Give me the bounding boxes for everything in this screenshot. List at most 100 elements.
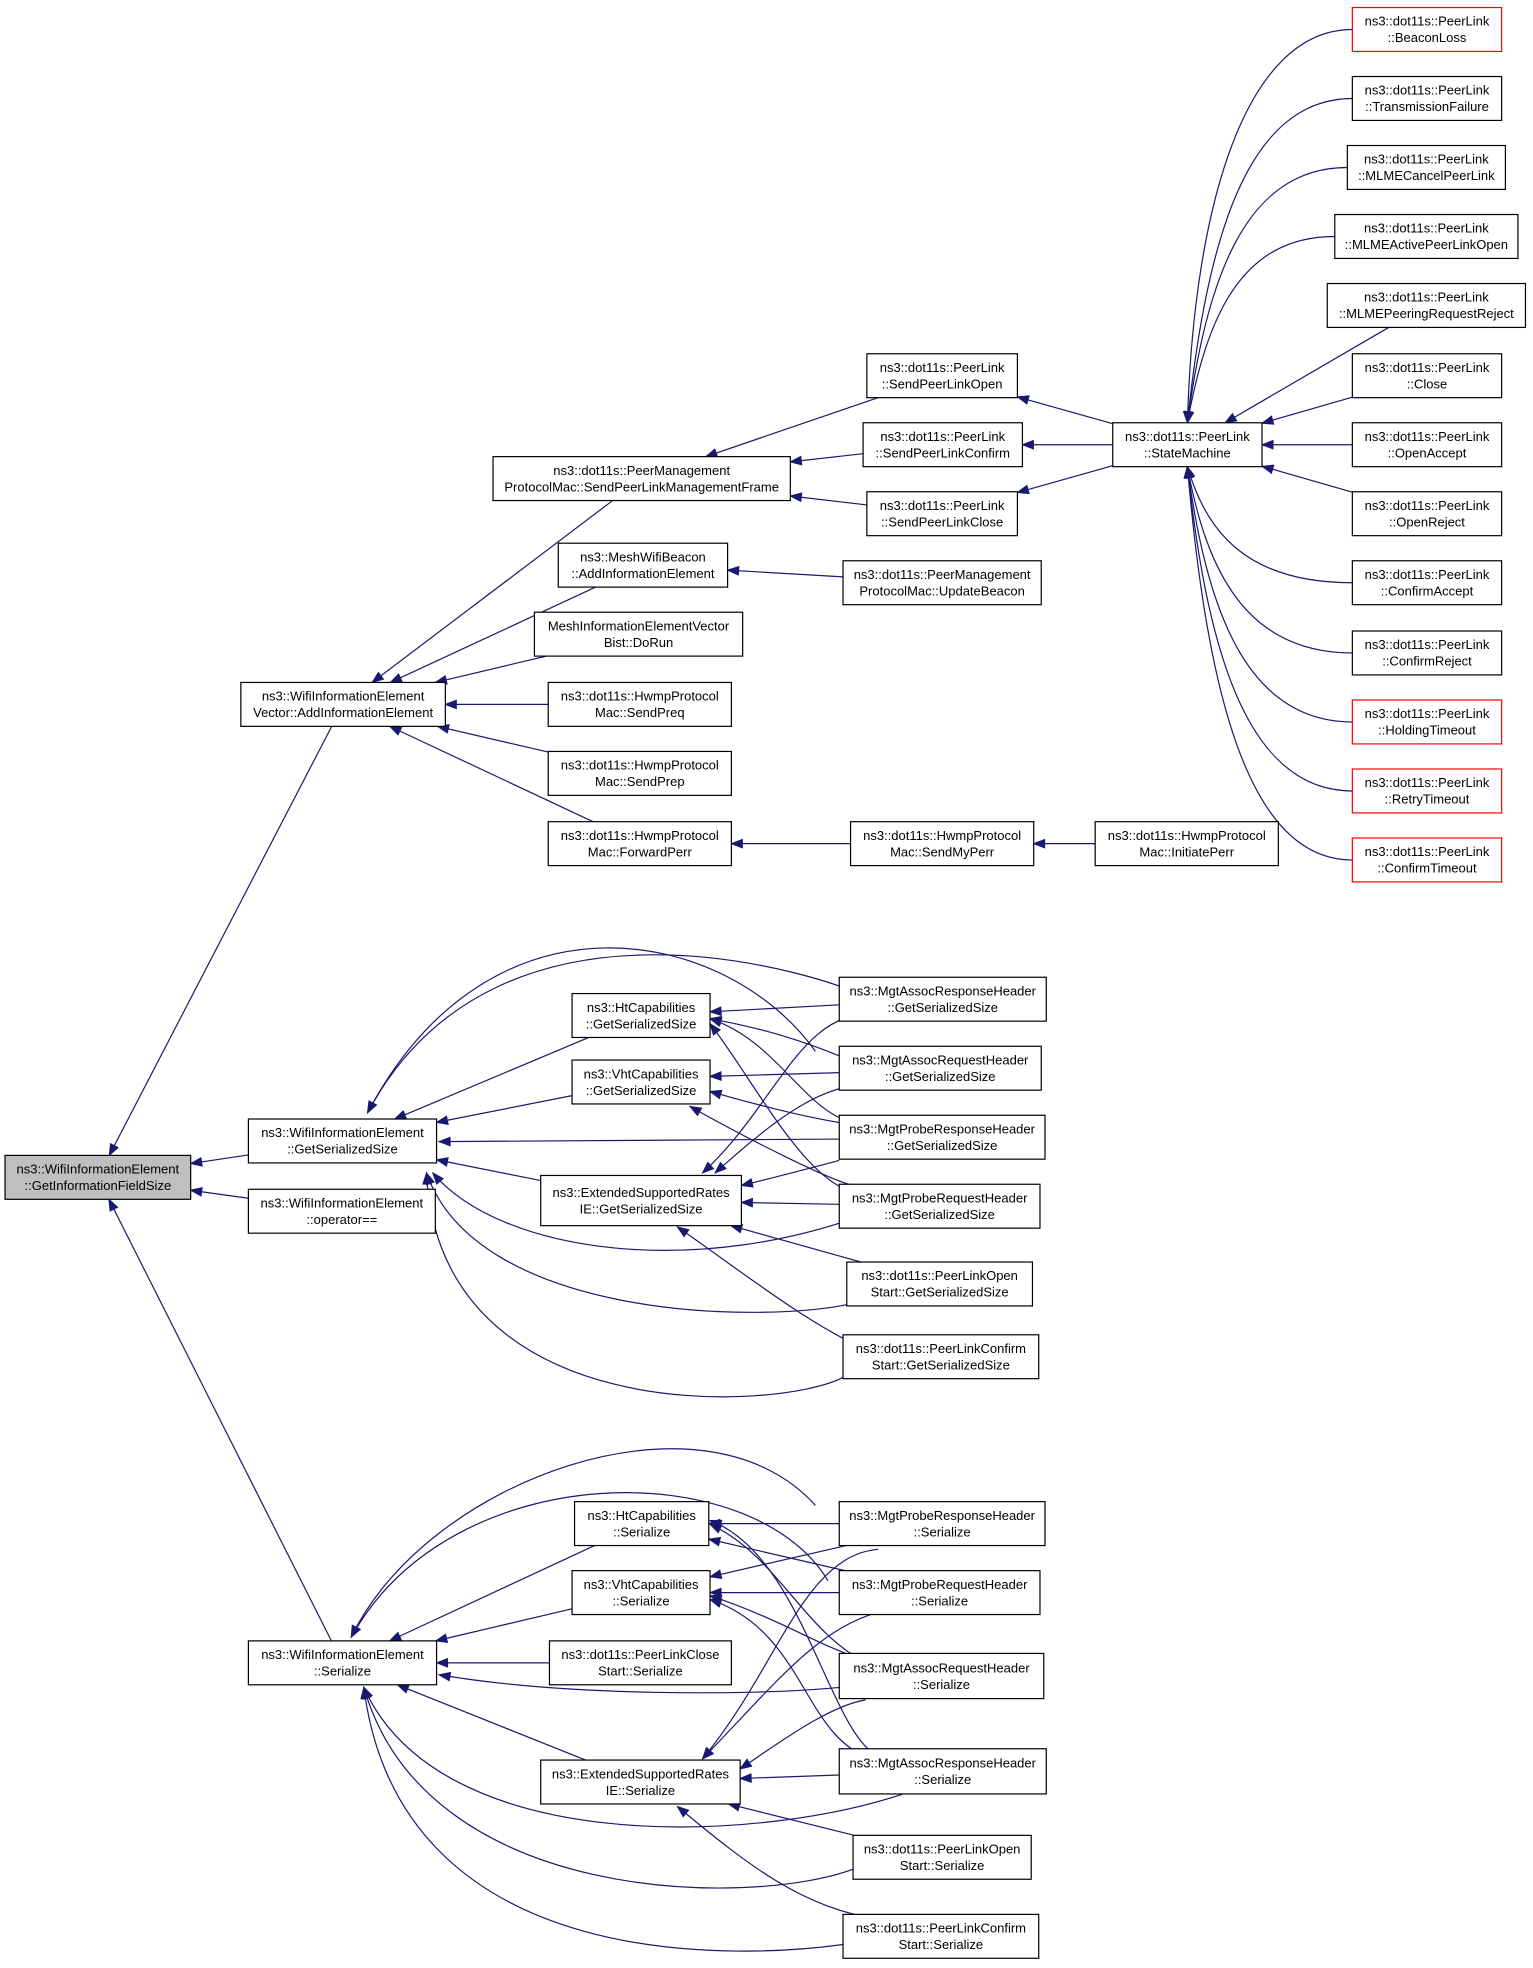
node-cl[interactable]: ns3::dot11s::PeerLink::Close (1351, 353, 1503, 399)
node-marqs[interactable]: ns3::MgtAssocRequestHeader::Serialize (838, 1652, 1045, 1700)
call-edge-sm-tf (1183, 97, 1353, 425)
node-spmf[interactable]: ns3::dot11s::PeerManagementProtocolMac::… (492, 456, 791, 502)
node-splo[interactable]: ns3::dot11s::PeerLink::SendPeerLinkOpen (866, 353, 1019, 399)
node-box (866, 353, 1019, 399)
node-box (838, 1183, 1041, 1229)
node-sm[interactable]: ns3::dot11s::PeerLink::StateMachine (1112, 422, 1263, 468)
node-label-line: ns3::WifiInformationElement (261, 1125, 424, 1140)
node-ca[interactable]: ns3::dot11s::PeerLink::ConfirmAccept (1351, 560, 1503, 606)
node-box (540, 1174, 743, 1227)
node-box (1351, 630, 1503, 676)
node-htg[interactable]: ns3::HtCapabilities::GetSerializedSize (571, 992, 711, 1039)
node-label-line: ::GetSerializedSize (887, 1138, 998, 1153)
node-box (573, 1501, 710, 1547)
node-box (862, 422, 1024, 468)
node-hts[interactable]: ns3::HtCapabilities::Serialize (573, 1501, 710, 1547)
call-edge-root-addie (108, 726, 333, 1157)
node-mprqs[interactable]: ns3::MgtProbeRequestHeader::Serialize (838, 1570, 1041, 1616)
node-box (838, 1570, 1041, 1616)
node-box (849, 821, 1035, 867)
node-box (1351, 491, 1503, 537)
node-box (846, 1261, 1034, 1307)
call-edge-vhtg-marqg (708, 1071, 841, 1081)
node-marsps[interactable]: ns3::MgtAssocResponseHeader::Serialize (838, 1748, 1047, 1795)
node-rt[interactable]: ns3::dot11s::PeerLink::RetryTimeout (1351, 768, 1503, 814)
call-edge-esrs-mprqs (701, 1611, 879, 1760)
node-label-line: ns3::dot11s::PeerLink (1365, 706, 1490, 721)
node-bl[interactable]: ns3::dot11s::PeerLink::BeaconLoss (1351, 6, 1503, 53)
node-ser[interactable]: ns3::WifiInformationElement::Serialize (247, 1640, 438, 1686)
node-splcl[interactable]: ns3::dot11s::PeerLink::SendPeerLinkClose (866, 491, 1019, 537)
call-edge-sm-orj (1260, 464, 1353, 493)
node-label-line: ns3::dot11s::PeerLink (1365, 498, 1490, 513)
node-box (247, 1640, 438, 1686)
node-mprsps[interactable]: ns3::MgtProbeResponseHeader::Serialize (838, 1501, 1046, 1547)
node-gss[interactable]: ns3::WifiInformationElement::GetSerializ… (247, 1118, 438, 1164)
node-label-line: ns3::MeshWifiBeacon (580, 549, 706, 564)
node-crj[interactable]: ns3::dot11s::PeerLink::ConfirmReject (1351, 630, 1503, 676)
node-box (533, 611, 744, 657)
node-label-line: ns3::VhtCapabilities (584, 1577, 699, 1592)
node-mapo[interactable]: ns3::dot11s::PeerLink::MLMEActivePeerLin… (1334, 213, 1519, 260)
node-box (1351, 75, 1503, 122)
node-orj[interactable]: ns3::dot11s::PeerLink::OpenReject (1351, 491, 1503, 537)
call-edge-gss-mprspg (437, 1136, 841, 1147)
node-label-line: ::OpenAccept (1388, 445, 1467, 460)
node-plosg[interactable]: ns3::dot11s::PeerLinkOpenStart::GetSeria… (846, 1261, 1034, 1307)
node-ploss[interactable]: ns3::dot11s::PeerLinkOpenStart::Serializ… (852, 1834, 1032, 1880)
node-vhts[interactable]: ns3::VhtCapabilities::Serialize (571, 1570, 711, 1616)
node-box (1112, 422, 1263, 468)
node-label-line: Start::Serialize (900, 1858, 985, 1873)
node-mprspg[interactable]: ns3::MgtProbeResponseHeader::GetSerializ… (838, 1114, 1046, 1160)
node-box (842, 1913, 1040, 1959)
node-label-line: ::GetSerializedSize (884, 1207, 995, 1222)
node-mcpl[interactable]: ns3::dot11s::PeerLink::MLMECancelPeerLin… (1346, 144, 1507, 191)
node-ht[interactable]: ns3::dot11s::PeerLink::HoldingTimeout (1351, 699, 1503, 745)
node-marspg[interactable]: ns3::MgtAssocResponseHeader::GetSerializ… (838, 976, 1047, 1022)
node-addie[interactable]: ns3::WifiInformationElementVector::AddIn… (240, 681, 446, 727)
node-label-line: ::RetryTimeout (1385, 792, 1470, 807)
node-label-line: ns3::MgtAssocRequestHeader (852, 1052, 1029, 1067)
node-mprr[interactable]: ns3::dot11s::PeerLink::MLMEPeeringReques… (1326, 282, 1527, 329)
node-box (492, 456, 791, 502)
node-label-line: ns3::ExtendedSupportedRates (552, 1766, 730, 1781)
node-mprqg[interactable]: ns3::MgtProbeRequestHeader::GetSerialize… (838, 1183, 1041, 1229)
call-edge-splcl-sm (1016, 465, 1113, 495)
node-box (557, 542, 729, 588)
node-marqg[interactable]: ns3::MgtAssocRequestHeader::GetSerialize… (838, 1045, 1042, 1091)
node-tf[interactable]: ns3::dot11s::PeerLink::TransmissionFailu… (1351, 75, 1503, 122)
node-fperr[interactable]: ns3::dot11s::HwmpProtocolMac::ForwardPer… (547, 821, 732, 867)
node-ub[interactable]: ns3::dot11s::PeerManagementProtocolMac::… (842, 560, 1042, 606)
node-vhtg[interactable]: ns3::VhtCapabilities::GetSerializedSize (571, 1059, 711, 1105)
node-plcsg[interactable]: ns3::dot11s::PeerLinkConfirmStart::GetSe… (842, 1334, 1040, 1380)
node-root[interactable]: ns3::WifiInformationElement::GetInformat… (4, 1154, 192, 1200)
node-label-line: Mac::SendPrep (595, 774, 685, 789)
node-label-line: ns3::dot11s::PeerLink (1365, 429, 1490, 444)
call-edge-addie-spreq (443, 699, 549, 710)
node-label-line: ns3::HtCapabilities (587, 1508, 696, 1523)
node-box (1351, 6, 1503, 53)
node-box (842, 560, 1042, 606)
node-label-line: ProtocolMac::UpdateBeacon (859, 583, 1024, 598)
node-label-line: ::HoldingTimeout (1378, 723, 1476, 738)
node-plcss[interactable]: ns3::dot11s::PeerLinkConfirmStart::Seria… (842, 1913, 1040, 1959)
node-ip[interactable]: ns3::dot11s::HwmpProtocolMac::InitiatePe… (1094, 821, 1279, 867)
node-label-line: ns3::HtCapabilities (587, 1000, 696, 1015)
node-box (4, 1154, 192, 1200)
node-opeq[interactable]: ns3::WifiInformationElement::operator== (247, 1188, 436, 1234)
node-splcf[interactable]: ns3::dot11s::PeerLink::SendPeerLinkConfi… (862, 422, 1024, 468)
node-plcls[interactable]: ns3::dot11s::PeerLinkCloseStart::Seriali… (548, 1640, 732, 1686)
call-edge-sm-ht (1184, 465, 1353, 723)
node-label-line: ns3::MgtAssocResponseHeader (850, 983, 1037, 998)
node-mwb[interactable]: ns3::MeshWifiBeacon::AddInformationEleme… (557, 542, 729, 588)
node-label-line: ns3::WifiInformationElement (262, 689, 425, 704)
node-esrg[interactable]: ns3::ExtendedSupportedRatesIE::GetSerial… (540, 1174, 743, 1227)
node-oa[interactable]: ns3::dot11s::PeerLink::OpenAccept (1351, 422, 1503, 468)
call-edges (108, 28, 1389, 1952)
node-ct[interactable]: ns3::dot11s::PeerLink::ConfirmTimeout (1351, 837, 1503, 883)
